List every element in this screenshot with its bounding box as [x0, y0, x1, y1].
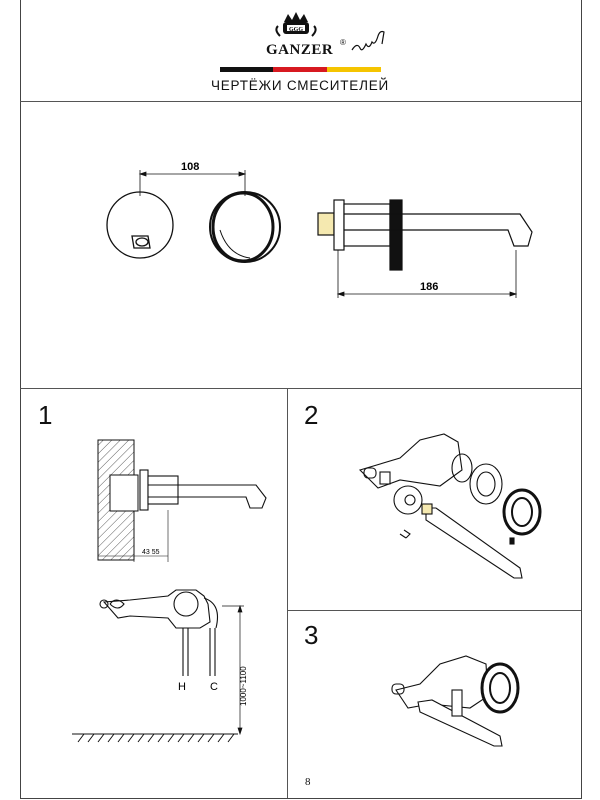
hot-label: H — [178, 681, 186, 693]
brand-name: GANZER — [266, 42, 334, 58]
step1-mixer-body — [99, 589, 219, 676]
side-view-spout — [317, 199, 533, 271]
section-divider — [20, 388, 581, 389]
dimension-186-label: 186 — [420, 281, 438, 293]
front-view-spout — [106, 191, 174, 259]
height-dimension — [222, 604, 244, 736]
step-number-1: 1 — [38, 400, 53, 430]
page-number: 8 — [305, 776, 311, 788]
crown-crest-icon: GGG — [275, 12, 317, 37]
registered-mark: ® — [340, 38, 346, 47]
signature-icon — [351, 30, 385, 51]
height-label: 1000~1100 — [239, 666, 248, 706]
wall-depth-dimension — [97, 510, 169, 562]
step-number-3: 3 — [304, 620, 319, 650]
flag-stripe-red — [273, 67, 327, 72]
wall-depth-label: 43 55 — [142, 549, 160, 556]
step-divider — [287, 610, 581, 611]
wall-section — [97, 439, 139, 561]
dimension-108 — [138, 170, 247, 196]
step-number-2: 2 — [304, 400, 319, 430]
page-frame — [20, 0, 582, 799]
cold-label: C — [210, 681, 218, 693]
page-title: ЧЕРТЁЖИ СМЕСИТЕЛЕЙ — [210, 78, 390, 93]
column-divider — [287, 388, 288, 798]
header-divider — [20, 101, 581, 102]
flag-stripe-yellow — [327, 67, 381, 72]
step2-exploded-view — [358, 433, 542, 579]
front-view-handle — [209, 191, 281, 263]
floor-hatch — [72, 733, 238, 743]
flag-stripe-black — [220, 67, 273, 72]
dimension-186 — [336, 250, 518, 298]
svg-text:GGG: GGG — [289, 27, 303, 33]
step3-assembled-view — [391, 655, 520, 747]
step1-spout-installed — [139, 469, 267, 511]
dimension-108-label: 108 — [181, 161, 199, 173]
